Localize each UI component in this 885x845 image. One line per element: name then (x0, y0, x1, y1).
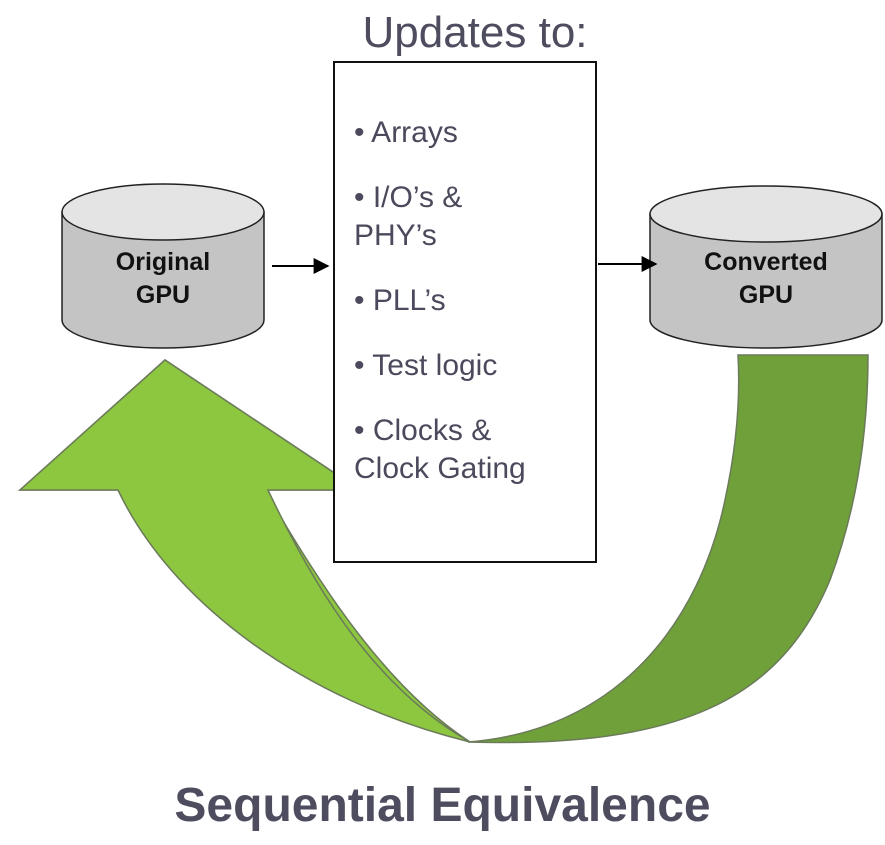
step-line: • PLL’s (354, 284, 446, 317)
step-line: • Test logic (354, 349, 498, 382)
original-gpu-label-line2: GPU (135, 281, 191, 309)
step-io-phy: • I/O’s & PHY’s (354, 179, 596, 255)
step-line: • I/O’s & (354, 181, 463, 214)
footer-title: Sequential Equivalence (174, 779, 711, 832)
step-test-logic: • Test logic (354, 347, 596, 385)
diagram-title: Updates to: (362, 8, 588, 57)
step-pll: • PLL’s (354, 282, 596, 320)
step-line: • Arrays (354, 116, 458, 149)
step-clocks: • Clocks & Clock Gating (354, 412, 596, 488)
update-steps-list: • Arrays • I/O’s & PHY’s • PLL’s • Test … (334, 62, 596, 562)
original-gpu-label: Original GPU (62, 246, 264, 312)
original-gpu-cylinder (61, 183, 265, 349)
equivalence-arrow-dark (467, 354, 869, 744)
equivalence-arrow-light-body (18, 359, 471, 743)
converted-gpu-label-line1: Converted (704, 248, 828, 276)
updates-box (333, 61, 597, 563)
step-line: • Clocks & (354, 414, 492, 447)
step-line: PHY’s (354, 219, 437, 252)
step-arrays: • Arrays (354, 114, 596, 152)
converted-gpu-label-line2: GPU (738, 281, 794, 309)
converted-gpu-cylinder (649, 185, 883, 349)
converted-gpu-label: Converted GPU (650, 246, 882, 312)
step-line: Clock Gating (354, 452, 526, 485)
original-gpu-label-line1: Original (115, 248, 211, 276)
